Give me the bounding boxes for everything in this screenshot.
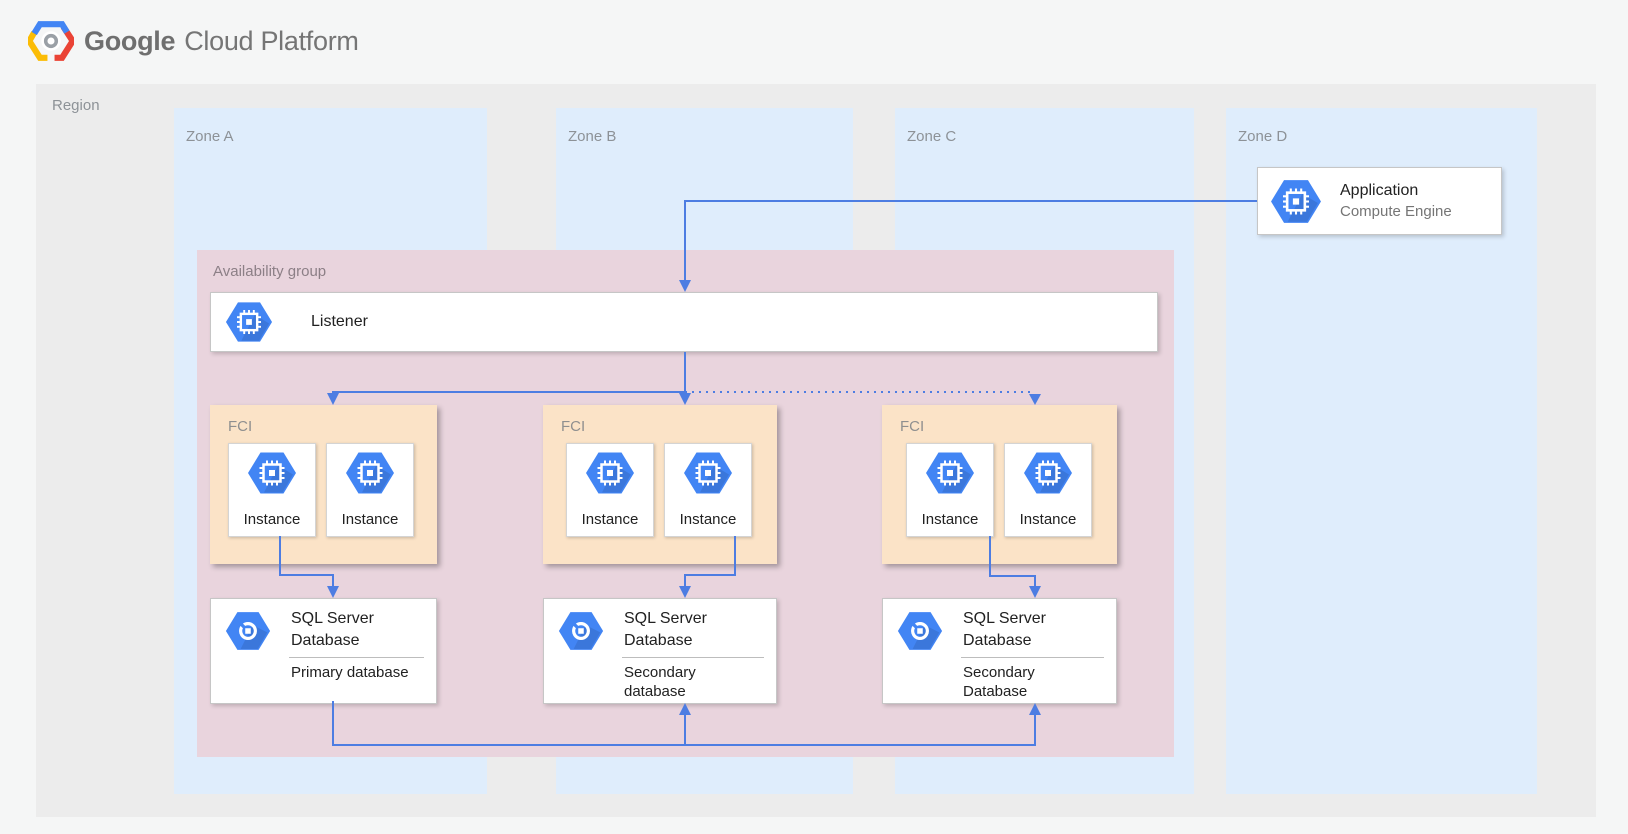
compute-engine-icon: [1270, 178, 1322, 224]
zone-c-label: Zone C: [907, 128, 957, 145]
compute-engine-icon: [683, 451, 733, 495]
sql-server-database-card-primary: SQL Server Database Primary database: [210, 598, 437, 704]
compute-engine-icon: [247, 451, 297, 495]
divider: [622, 657, 764, 658]
zone-a-label: Zone A: [186, 128, 234, 145]
database-subtitle: Primary database: [291, 664, 409, 681]
brand-wordmark: Google Cloud Platform: [84, 26, 359, 57]
database-subtitle: Secondary Database: [963, 664, 1035, 700]
fci-3-instance-1: Instance: [906, 443, 994, 537]
instance-label: Instance: [341, 511, 399, 528]
divider: [961, 657, 1104, 658]
compute-engine-icon: [1023, 451, 1073, 495]
sql-server-icon: [897, 611, 943, 651]
brand-cloud-platform: Cloud Platform: [184, 26, 359, 56]
instance-label: Instance: [1019, 511, 1077, 528]
zone-d-label: Zone D: [1238, 128, 1288, 145]
instance-label: Instance: [581, 511, 639, 528]
header: Google Cloud Platform: [0, 0, 1628, 80]
compute-engine-icon: [585, 451, 635, 495]
divider: [289, 657, 424, 658]
fci-2-instance-2: Instance: [664, 443, 752, 537]
application-text: Application Compute Engine: [1340, 180, 1452, 222]
fci-group-2: FCI Instance Instance: [543, 405, 777, 564]
database-title: SQL Server Database: [963, 610, 1046, 649]
fci-group-3: FCI Instance Instance: [882, 405, 1117, 564]
region-label: Region: [52, 97, 100, 114]
instance-label: Instance: [921, 511, 979, 528]
instance-label: Instance: [243, 511, 301, 528]
database-subtitle: Secondary database: [624, 664, 696, 700]
instance-label: Instance: [679, 511, 737, 528]
sql-server-icon: [558, 611, 604, 651]
brand-google: Google: [84, 26, 176, 56]
fci-1-label: FCI: [228, 418, 253, 435]
sql-server-database-card-secondary-2: SQL Server Database Secondary Database: [882, 598, 1117, 704]
listener-label: Listener: [311, 313, 368, 330]
compute-engine-icon: [345, 451, 395, 495]
fci-2-instance-1: Instance: [566, 443, 654, 537]
listener-card: Listener: [210, 292, 1158, 352]
fci-1-instance-1: Instance: [228, 443, 316, 537]
sql-server-database-card-secondary-1: SQL Server Database Secondary database: [543, 598, 777, 704]
fci-group-1: FCI Instance Instance: [210, 405, 437, 564]
fci-3-label: FCI: [900, 418, 925, 435]
database-title: SQL Server Database: [291, 610, 374, 649]
fci-1-instance-2: Instance: [326, 443, 414, 537]
availability-group-label: Availability group: [213, 263, 327, 280]
compute-engine-icon: [225, 301, 273, 343]
compute-engine-icon: [925, 451, 975, 495]
zone-b-label: Zone B: [568, 128, 617, 145]
google-cloud-platform-logo-icon: [28, 21, 74, 61]
database-title: SQL Server Database: [624, 610, 707, 649]
application-title: Application: [1340, 182, 1419, 199]
fci-2-label: FCI: [561, 418, 586, 435]
application-card: Application Compute Engine: [1257, 167, 1502, 235]
fci-3-instance-2: Instance: [1004, 443, 1092, 537]
sql-server-icon: [225, 611, 271, 651]
application-subtitle: Compute Engine: [1340, 203, 1452, 220]
